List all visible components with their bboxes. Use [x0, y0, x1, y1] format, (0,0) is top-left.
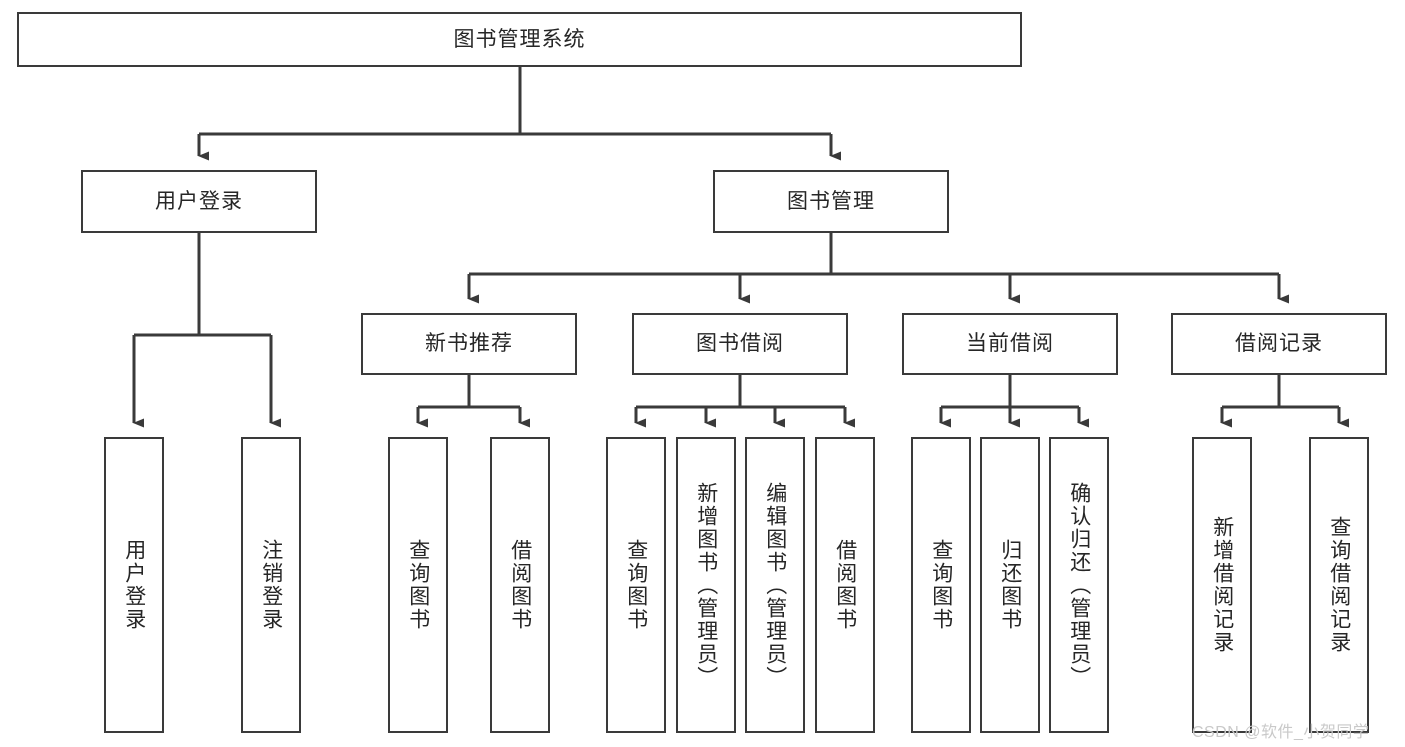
node-label: 新书推荐 — [425, 332, 513, 356]
leaf-add-book-admin[interactable]: 新增图书（管理员） — [676, 437, 736, 733]
node-label: 借阅图书 — [508, 539, 532, 631]
node-label: 新增借阅记录 — [1210, 516, 1234, 654]
book-borrow-to-leaves-connectors — [634, 375, 855, 428]
leaf-edit-book-admin[interactable]: 编辑图书（管理员） — [745, 437, 805, 733]
node-label: 编辑图书（管理员） — [763, 481, 787, 689]
node-label: 查询借阅记录 — [1327, 516, 1351, 654]
node-root-system[interactable]: 图书管理系统 — [17, 12, 1022, 67]
node-book-borrow[interactable]: 图书借阅 — [632, 313, 848, 375]
node-book-management[interactable]: 图书管理 — [713, 170, 949, 233]
leaf-query-book-borrow[interactable]: 查询图书 — [606, 437, 666, 733]
borrow-record-to-leaves-connectors — [1220, 375, 1349, 428]
node-label: 确认归还（管理员） — [1067, 481, 1091, 689]
leaf-add-borrow-record[interactable]: 新增借阅记录 — [1192, 437, 1252, 733]
leaf-return-book[interactable]: 归还图书 — [980, 437, 1040, 733]
node-label: 图书管理系统 — [453, 27, 586, 51]
leaf-query-book-recommend[interactable]: 查询图书 — [388, 437, 448, 733]
leaf-borrow-book[interactable]: 借阅图书 — [815, 437, 875, 733]
node-new-book-recommend[interactable]: 新书推荐 — [361, 313, 577, 375]
node-label: 当前借阅 — [966, 332, 1054, 356]
leaf-query-borrow-record[interactable]: 查询借阅记录 — [1309, 437, 1369, 733]
node-label: 查询图书 — [406, 539, 430, 631]
node-current-borrow[interactable]: 当前借阅 — [902, 313, 1118, 375]
leaf-query-book-current[interactable]: 查询图书 — [911, 437, 971, 733]
node-label: 查询图书 — [929, 539, 953, 631]
node-label: 用户登录 — [122, 539, 146, 631]
user-login-to-leaves-connectors — [132, 233, 281, 428]
leaf-confirm-return-admin[interactable]: 确认归还（管理员） — [1049, 437, 1109, 733]
leaf-borrow-book-recommend[interactable]: 借阅图书 — [490, 437, 550, 733]
watermark-text: CSDN @软件_小贺同学 — [1192, 724, 1370, 741]
root-to-level2-connectors — [197, 67, 841, 161]
node-borrow-record[interactable]: 借阅记录 — [1171, 313, 1387, 375]
node-label: 用户登录 — [155, 189, 243, 213]
node-label: 注销登录 — [259, 539, 283, 631]
book-manage-to-level3-connectors — [467, 233, 1289, 304]
node-label: 图书管理 — [787, 189, 875, 213]
leaf-logout-login[interactable]: 注销登录 — [241, 437, 301, 733]
leaf-user-login[interactable]: 用户登录 — [104, 437, 164, 733]
node-user-login[interactable]: 用户登录 — [81, 170, 317, 233]
new-book-to-leaves-connectors — [416, 375, 530, 428]
node-label: 新增图书（管理员） — [694, 481, 718, 689]
current-borrow-to-leaves-connectors — [939, 375, 1089, 428]
node-label: 图书借阅 — [696, 332, 784, 356]
node-label: 借阅记录 — [1235, 332, 1323, 356]
node-label: 查询图书 — [624, 539, 648, 631]
node-label: 归还图书 — [998, 539, 1022, 631]
node-label: 借阅图书 — [833, 539, 857, 631]
